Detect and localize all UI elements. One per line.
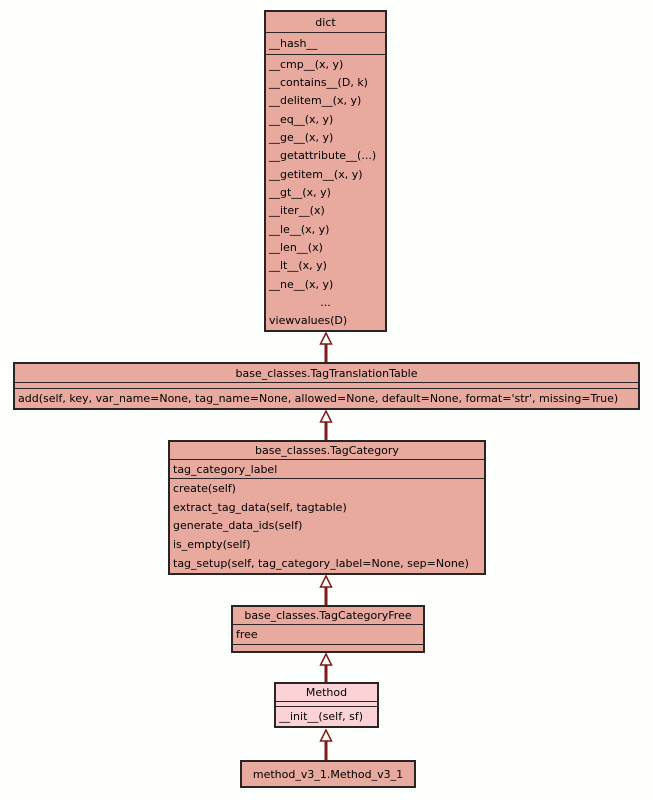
class-method: extract_tag_data(self, tagtable)	[173, 500, 347, 514]
class-title[interactable]: base_classes.TagCategory	[255, 444, 399, 457]
class-box-tagcategoryfree[interactable]: base_classes.TagCategoryFree free	[231, 605, 425, 653]
methods-ellipsis: ...	[320, 295, 331, 309]
class-method: is_empty(self)	[173, 538, 251, 552]
class-method: add(self, key, var_name=None, tag_name=N…	[18, 392, 619, 405]
class-method: __contains__(D, k)	[269, 75, 368, 89]
class-method: __getitem__(x, y)	[269, 167, 363, 181]
class-title[interactable]: base_classes.TagTranslationTable	[235, 366, 418, 380]
inheritance-arrow	[319, 332, 333, 362]
empty-methods-compartment	[233, 644, 423, 651]
inheritance-arrow	[319, 410, 333, 440]
class-method: __le__(x, y)	[269, 222, 330, 236]
class-box-tagcategory[interactable]: base_classes.TagCategory tag_category_la…	[168, 440, 486, 575]
empty-attributes-compartment	[15, 382, 638, 388]
class-method: __iter__(x)	[269, 204, 325, 218]
class-title[interactable]: dict	[315, 15, 336, 29]
class-title[interactable]: method_v3_1.Method_v3_1	[252, 767, 404, 781]
class-method: viewvalues(D)	[269, 314, 348, 328]
class-box-dict[interactable]: dict __hash__ __cmp__(x, y) __contains__…	[264, 10, 387, 332]
inheritance-arrow	[319, 653, 333, 682]
class-method: __ge__(x, y)	[269, 130, 334, 144]
class-title[interactable]: base_classes.TagCategoryFree	[244, 609, 412, 622]
class-method: generate_data_ids(self)	[173, 519, 303, 533]
class-title[interactable]: Method	[305, 686, 348, 699]
class-method: create(self)	[173, 481, 236, 495]
class-attribute: free	[236, 628, 258, 642]
class-method: __ne__(x, y)	[269, 277, 334, 291]
class-attribute: __hash__	[269, 37, 318, 50]
class-method: tag_setup(self, tag_category_label=None,…	[173, 557, 469, 571]
inheritance-arrow	[319, 729, 333, 760]
class-method: __lt__(x, y)	[269, 259, 327, 273]
class-method: __len__(x)	[269, 240, 323, 254]
class-method: __delitem__(x, y)	[269, 94, 362, 108]
empty-attributes-compartment	[276, 701, 377, 706]
class-method: __init__(self, sf)	[279, 710, 364, 723]
class-box-tagtranslationtable[interactable]: base_classes.TagTranslationTable add(sel…	[13, 362, 640, 410]
class-attribute: tag_category_label	[173, 462, 278, 476]
class-box-method[interactable]: Method __init__(self, sf)	[274, 682, 379, 728]
class-method: __getattribute__(...)	[269, 149, 377, 163]
class-box-method-v3-1[interactable]: method_v3_1.Method_v3_1	[240, 760, 416, 788]
class-method: __gt__(x, y)	[269, 185, 331, 199]
inheritance-arrow	[319, 575, 333, 605]
class-method: __cmp__(x, y)	[269, 57, 344, 71]
class-method: __eq__(x, y)	[269, 112, 334, 126]
